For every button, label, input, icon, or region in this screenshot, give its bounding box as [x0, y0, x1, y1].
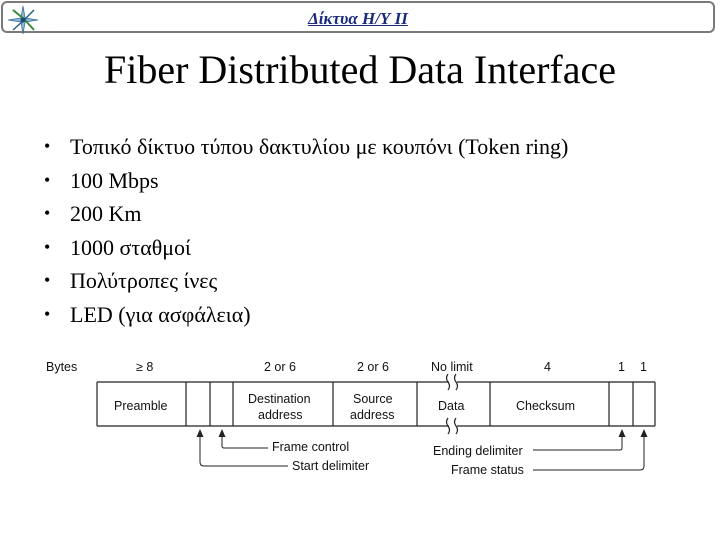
callout-frame-control: Frame control [272, 440, 349, 454]
frame-box [96, 373, 656, 435]
size-checksum: 4 [544, 360, 551, 374]
callout-frame-status: Frame status [451, 463, 524, 477]
size-source: 2 or 6 [357, 360, 389, 374]
size-preamble: ≥ 8 [136, 360, 153, 374]
bullet-dot-icon: • [44, 203, 51, 223]
bullet-text: LED (για ασφάλεια) [70, 301, 251, 327]
field-checksum: Checksum [516, 399, 575, 413]
bullet-text: 1000 σταθμοί [70, 234, 191, 260]
field-source-line1: Source [353, 392, 393, 406]
size-destination: 2 or 6 [264, 360, 296, 374]
size-frame-status: 1 [640, 360, 647, 374]
bullet-item: • 200 Km [44, 197, 568, 231]
size-data: No limit [431, 360, 473, 374]
callout-lines [199, 434, 645, 471]
bullet-item: • LED (για ασφάλεια) [44, 298, 568, 332]
callout-ending-delimiter: Ending delimiter [433, 444, 523, 458]
bullet-dot-icon: • [44, 270, 51, 290]
callout-arrowheads [196, 429, 648, 437]
star-compass-logo-icon [7, 5, 39, 35]
bullet-item: • Τοπικό δίκτυο τύπου δακτυλίου με κουπόν… [44, 130, 568, 164]
bullet-list: • Τοπικό δίκτυο τύπου δακτυλίου με κουπόν… [44, 130, 568, 331]
fddi-frame-diagram: Bytes ≥ 8 2 or 6 2 or 6 No limit 4 1 1 P… [46, 360, 656, 477]
field-source-line2: address [350, 408, 394, 422]
field-destination-line2: address [258, 408, 302, 422]
callout-start-delimiter: Start delimiter [292, 459, 369, 473]
bullet-dot-icon: • [44, 136, 51, 156]
bytes-label: Bytes [46, 360, 77, 374]
bullet-text: 200 Km [70, 201, 142, 226]
field-destination-line1: Destination [248, 392, 311, 406]
bullet-item: • 100 Mbps [44, 164, 568, 198]
bullet-dot-icon: • [44, 236, 51, 257]
bullet-dot-icon: • [44, 169, 51, 190]
header-title: Δίκτυα Η/Υ ΙΙ [308, 9, 408, 28]
size-ending-delimiter: 1 [618, 360, 625, 374]
bullet-text: Πολύτροπες ίνες [70, 268, 218, 293]
slide-title: Fiber Distributed Data Interface [103, 47, 616, 92]
bullet-item: • Πολύτροπες ίνες [44, 264, 568, 298]
field-preamble: Preamble [114, 399, 168, 413]
header-bar: Δίκτυα Η/Υ ΙΙ [1, 1, 715, 35]
bullet-item: • 1000 σταθμοί [44, 231, 568, 265]
field-data: Data [438, 399, 464, 413]
bullet-text: Τοπικό δίκτυο τύπου δακτυλίου με κουπόνι… [70, 134, 569, 159]
bullet-dot-icon: • [44, 303, 51, 324]
bullet-text: 100 Mbps [70, 167, 159, 193]
